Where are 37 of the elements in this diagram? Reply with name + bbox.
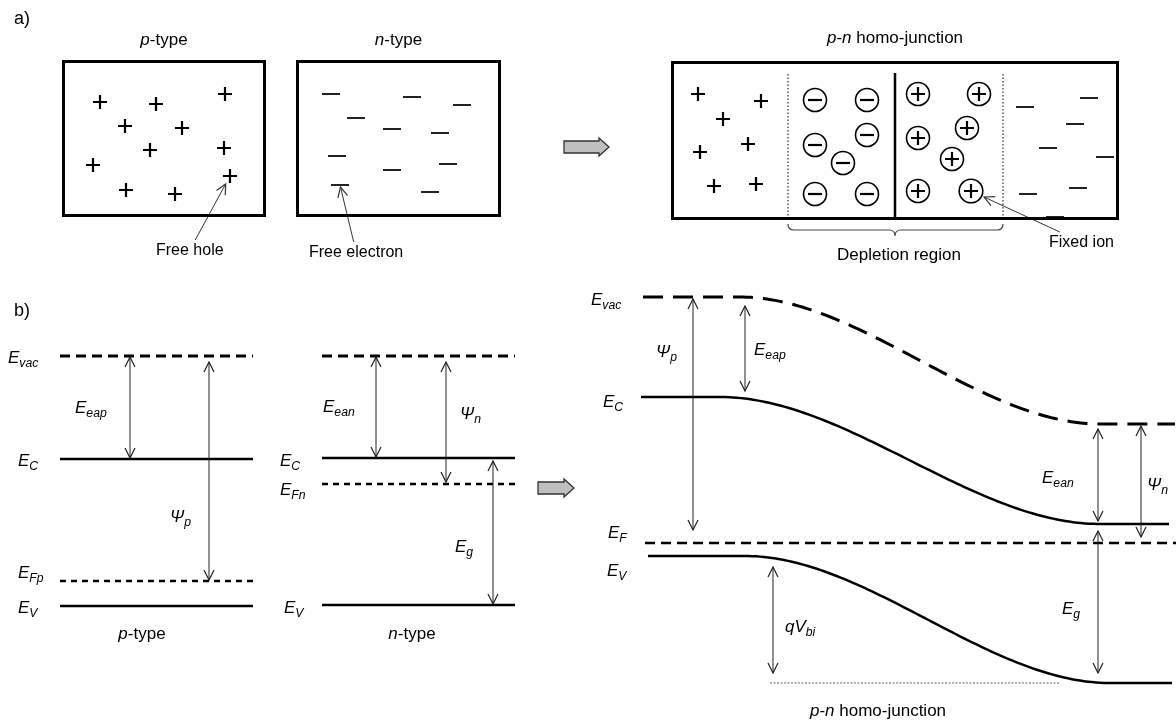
energy-label: E$_{C}$ — [603, 392, 624, 412]
callout-text: Free electron — [309, 243, 404, 260]
energy-label: E$_{g}$ — [1062, 599, 1081, 619]
energy-label: Ψ$_{p}$ — [170, 507, 191, 527]
block-heading: p-n homo-junction — [826, 28, 964, 48]
energy-label: E$_{ean}$ — [323, 397, 355, 417]
energy-label: qV$_{bi}$ — [785, 617, 816, 637]
energy-label: E$_{C}$ — [280, 451, 301, 471]
callout-text: Fixed ion — [1049, 233, 1114, 250]
energy-label: E$_{g}$ — [455, 537, 474, 557]
energy-label: E$_{V}$ — [284, 598, 304, 618]
block-heading: p-type — [140, 30, 188, 50]
panel-label: b) — [14, 300, 30, 320]
energy-label: E$_{V}$ — [18, 598, 38, 618]
energy-label: Ψ$_{p}$ — [656, 342, 677, 362]
energy-label: Ψ$_{n}$ — [1147, 475, 1168, 495]
leader-line — [194, 183, 227, 241]
energy-label: E$_{F}$ — [608, 523, 627, 543]
energy-label: E$_{C}$ — [18, 451, 39, 471]
panel-label: a) — [14, 8, 30, 28]
diagram-caption: p-n homo-junction — [809, 701, 947, 721]
diagram-caption: n-type — [388, 624, 436, 644]
energy-label: E$_{Fp}$ — [18, 563, 44, 583]
energy-label: E$_{ean}$ — [1042, 468, 1074, 488]
block-heading: n-type — [374, 30, 423, 50]
callout-text: Free hole — [156, 241, 224, 258]
energy-label: E$_{eap}$ — [75, 398, 107, 418]
region-label: Depletion region — [837, 245, 961, 265]
energy-label: E$_{eap}$ — [754, 340, 786, 360]
energy-label: E$_{vac}$ — [8, 348, 39, 368]
energy-label: E$_{V}$ — [607, 561, 627, 581]
energy-label: E$_{Fn}$ — [280, 480, 306, 500]
diagram-caption: p-type — [118, 624, 166, 644]
leader-line — [983, 196, 1061, 233]
leader-line — [337, 186, 355, 243]
energy-label: Ψ$_{n}$ — [460, 404, 481, 424]
energy-label: E$_{vac}$ — [591, 290, 622, 310]
